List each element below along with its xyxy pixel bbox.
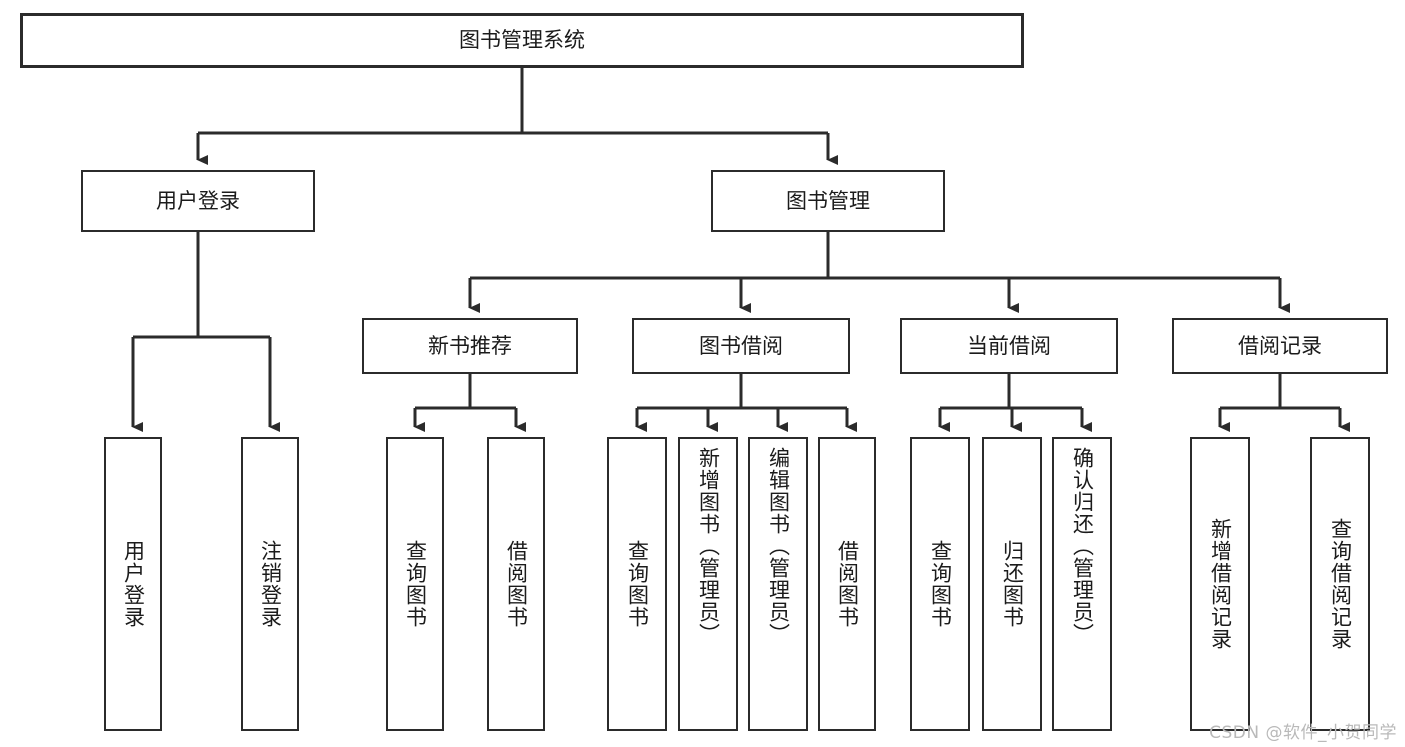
node-label: 借阅记录	[1238, 333, 1322, 358]
node-user-login[interactable]: 用户登录	[81, 170, 315, 232]
node-current-borrow[interactable]: 当前借阅	[900, 318, 1118, 374]
node-label: 当前借阅	[967, 333, 1051, 358]
node-label: 用户登录	[121, 540, 146, 628]
node-label: 确认归还（管理员）	[1070, 447, 1095, 645]
csdn-watermark: CSDN @软件_小贺同学	[1209, 723, 1397, 743]
node-label: 图书管理系统	[459, 28, 585, 53]
node-leaf-return-book[interactable]: 归还图书	[982, 437, 1042, 731]
node-leaf-query-book-borrow[interactable]: 查询图书	[607, 437, 667, 731]
node-label: 新增借阅记录	[1208, 518, 1233, 650]
node-label: 查询借阅记录	[1328, 518, 1353, 650]
node-leaf-add-borrow-record[interactable]: 新增借阅记录	[1190, 437, 1250, 731]
node-label: 图书管理	[786, 188, 870, 213]
node-book-borrow[interactable]: 图书借阅	[632, 318, 850, 374]
node-leaf-query-book-recommend[interactable]: 查询图书	[386, 437, 444, 731]
node-label: 查询图书	[928, 540, 953, 628]
node-borrow-record[interactable]: 借阅记录	[1172, 318, 1388, 374]
node-leaf-user-logout[interactable]: 注销登录	[241, 437, 299, 731]
node-label: 新书推荐	[428, 333, 512, 358]
node-label: 查询图书	[625, 540, 650, 628]
node-leaf-user-login[interactable]: 用户登录	[104, 437, 162, 731]
node-label: 注销登录	[258, 540, 283, 628]
node-leaf-borrow-book[interactable]: 借阅图书	[818, 437, 876, 731]
node-leaf-confirm-return[interactable]: 确认归还（管理员）	[1052, 437, 1112, 731]
node-leaf-query-borrow-record[interactable]: 查询借阅记录	[1310, 437, 1370, 731]
node-leaf-edit-book[interactable]: 编辑图书（管理员）	[748, 437, 808, 731]
node-leaf-add-book[interactable]: 新增图书（管理员）	[678, 437, 738, 731]
node-label: 借阅图书	[835, 540, 860, 628]
node-new-book-recommend[interactable]: 新书推荐	[362, 318, 578, 374]
node-label: 归还图书	[1000, 540, 1025, 628]
node-label: 借阅图书	[504, 540, 529, 628]
node-label: 新增图书（管理员）	[696, 447, 721, 645]
node-leaf-borrow-book-recommend[interactable]: 借阅图书	[487, 437, 545, 731]
node-root-system[interactable]: 图书管理系统	[20, 13, 1024, 68]
node-label: 图书借阅	[699, 333, 783, 358]
node-leaf-query-book-current[interactable]: 查询图书	[910, 437, 970, 731]
node-label: 查询图书	[403, 540, 428, 628]
node-label: 用户登录	[156, 188, 240, 213]
node-label: 编辑图书（管理员）	[766, 447, 791, 645]
node-book-manage[interactable]: 图书管理	[711, 170, 945, 232]
